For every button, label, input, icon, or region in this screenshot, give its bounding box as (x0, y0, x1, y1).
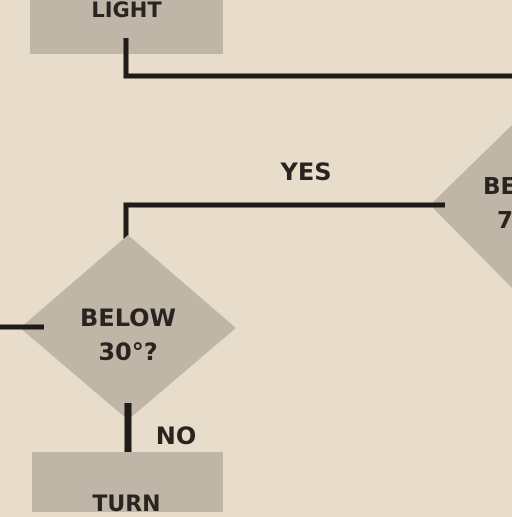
diamond-left-label-2: 30°? (98, 338, 158, 366)
bottom-box-label: TURN (92, 492, 161, 517)
decision-diamond-right (430, 125, 512, 288)
decision-diamond-left (20, 235, 236, 420)
bottom-process-box (32, 452, 223, 512)
connector-yes (123, 202, 445, 248)
no-label: NO (155, 422, 197, 450)
top-box-label: LIGHT (91, 0, 162, 22)
diamond-right-label-2: 7 (497, 208, 512, 234)
yes-label: YES (280, 158, 332, 186)
diamond-left-label-1: BELOW (80, 304, 176, 332)
diamond-right-label-1: BE (483, 174, 512, 200)
connector-top-to-right (123, 38, 512, 79)
